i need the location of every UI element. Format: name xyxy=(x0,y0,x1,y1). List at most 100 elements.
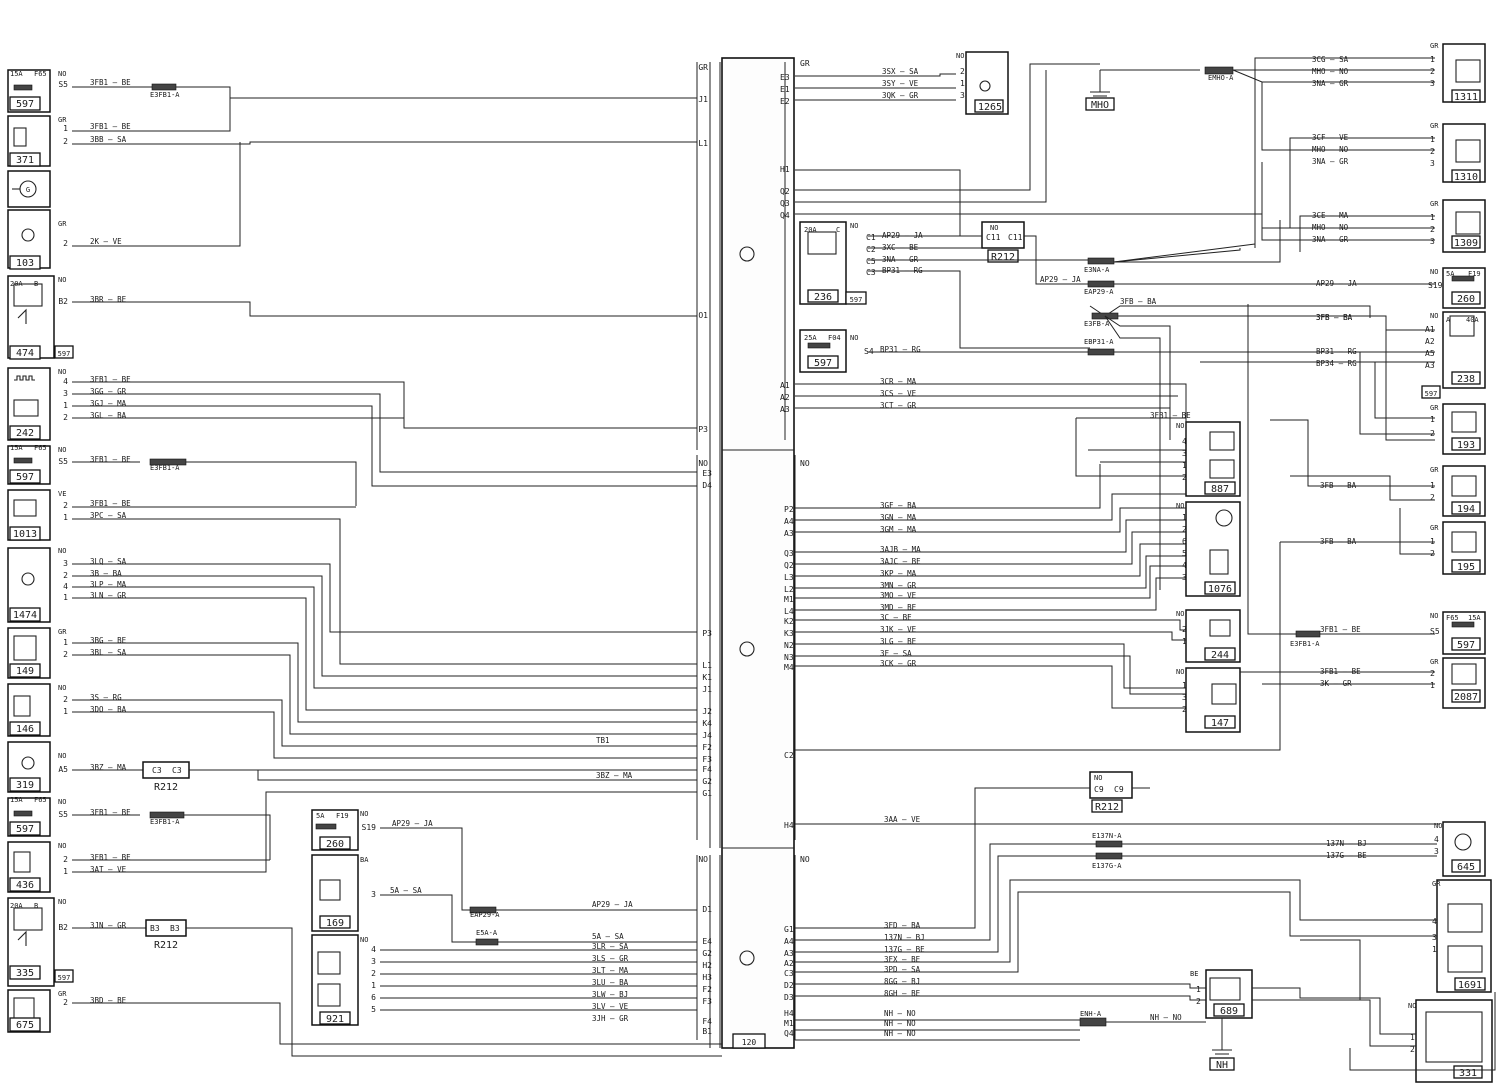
wire-label: 3NA — GR xyxy=(882,255,919,264)
wire-label: 3BZ — MA xyxy=(90,763,127,772)
component-pin: 1 xyxy=(1182,637,1187,646)
component-pin: 3 xyxy=(371,890,376,899)
connector-pin: F4 xyxy=(702,765,712,774)
component-id: 887 xyxy=(1211,484,1229,495)
wire-label: 3BZ — MA xyxy=(596,771,633,780)
component-id: 238 xyxy=(1457,374,1475,385)
component-pin: 2 xyxy=(63,137,68,146)
component-id: 260 xyxy=(326,839,344,850)
connector-pin: Q2 xyxy=(784,561,794,570)
component-pin: 4 xyxy=(1432,917,1437,926)
wire-label: MHO — NO xyxy=(1312,67,1349,76)
connector-pin: D4 xyxy=(702,481,712,490)
wire-label: NH — NO xyxy=(884,1029,916,1038)
component-id: 335 xyxy=(16,968,34,979)
connector-pin: M4 xyxy=(784,663,794,672)
component-colour: NO xyxy=(956,52,964,60)
wire-label: 3FB1 — BE xyxy=(90,78,131,87)
component-pin: 5 xyxy=(1182,549,1187,558)
component-pin: 1 xyxy=(63,124,68,133)
relay-label: R212 xyxy=(1095,802,1119,813)
relay-colour: NO xyxy=(1094,774,1102,782)
wire-label: 3LQ — SA xyxy=(90,557,127,566)
wire-label: 3JK — VE xyxy=(880,625,917,634)
component-rating: F04 xyxy=(828,334,841,342)
component-id: 921 xyxy=(326,1014,344,1025)
wire-label: 3NA — GR xyxy=(1312,235,1349,244)
component-colour: NO xyxy=(58,684,66,692)
wire-label: 3BG — BE xyxy=(90,636,127,645)
component-id: 331 xyxy=(1459,1068,1477,1079)
component-pin: 2 xyxy=(1182,473,1187,482)
component-id: 103 xyxy=(16,258,34,269)
splice-label: E137N-A xyxy=(1092,832,1122,840)
connector-pin: K4 xyxy=(702,719,712,728)
component-pin: 2 xyxy=(1410,1045,1415,1054)
wire-label: 2K — VE xyxy=(90,237,122,246)
wire-label: 3MD — BE xyxy=(880,603,917,612)
ground-label: MHO xyxy=(1091,100,1109,111)
component-colour: GR xyxy=(58,990,67,998)
component-pin: S5 xyxy=(58,80,68,89)
connector-glyph-1 xyxy=(739,246,755,262)
component-rating: 15A xyxy=(10,796,23,804)
component-rating: 15A xyxy=(1468,614,1481,622)
component-id: 1013 xyxy=(13,529,37,540)
wire-label: 3NA — GR xyxy=(1312,157,1349,166)
component-colour: NO xyxy=(58,446,66,454)
component-id: 242 xyxy=(16,428,34,439)
component-1076 xyxy=(1185,501,1241,597)
wire-label: 3LG — BE xyxy=(880,637,917,646)
connector-pin: H2 xyxy=(702,961,712,970)
component-pin: 1 xyxy=(371,981,376,990)
wire-label: 3LP — MA xyxy=(90,580,127,589)
component-pin: 1 xyxy=(1410,1033,1415,1042)
wire-label: 3AJB — MA xyxy=(880,545,921,554)
wire-label: 3FB — BA xyxy=(1120,297,1157,306)
wire-label: 137G — BE xyxy=(884,945,925,954)
component-pin: A5 xyxy=(58,765,68,774)
component-colour: GR xyxy=(1430,524,1439,532)
connector-glyph-3 xyxy=(739,950,755,966)
component-pin: 1 xyxy=(1196,985,1201,994)
wire-label: 3FB — BA xyxy=(1320,537,1357,546)
component-rating: F65 xyxy=(34,796,47,804)
connector-pin: G2 xyxy=(702,777,712,786)
splice-label: E3FB1-A xyxy=(150,818,180,826)
component-id: 1265 xyxy=(978,102,1002,113)
relay-icon xyxy=(13,283,43,307)
component-pin: 2 xyxy=(1196,997,1201,1006)
connector-pin: Q4 xyxy=(780,211,790,220)
component-pin: 2 xyxy=(371,969,376,978)
connector-pin: J4 xyxy=(702,731,712,740)
wire-label: 3AT — VE xyxy=(90,865,127,874)
component-id: 260 xyxy=(1457,294,1475,305)
wire-label: 3BD — BE xyxy=(90,996,127,1005)
component-pin: 1 xyxy=(63,638,68,647)
relay-colour: NO xyxy=(990,224,998,232)
component-pin: 1 xyxy=(1430,213,1435,222)
connector-pin: P3 xyxy=(698,425,708,434)
component-rating: C xyxy=(836,226,840,234)
connector-pin: M1 xyxy=(784,595,794,604)
wire-label: 3FB1 — BE xyxy=(90,808,131,817)
wire-label: 8GG — BJ xyxy=(884,977,920,986)
wire-label: 3CT — GR xyxy=(880,401,917,410)
component-pin: 2 xyxy=(63,239,68,248)
frame-label: 597 xyxy=(850,296,863,304)
wire-label: 3BR — BE xyxy=(90,295,127,304)
component-pin: S5 xyxy=(1430,627,1440,636)
wire-label: 3LS — GR xyxy=(592,954,629,963)
component-colour: NO xyxy=(58,70,66,78)
wire-label: 3S — RG xyxy=(90,693,122,702)
component-pin: 2 xyxy=(1430,225,1435,234)
component-colour: NO xyxy=(1408,1002,1416,1010)
component-id: 645 xyxy=(1457,862,1475,873)
wire-label: 3LR — SA xyxy=(592,942,629,951)
relay-pin: C11 xyxy=(1008,233,1023,242)
relay-label: R212 xyxy=(154,940,178,951)
component-pin: C3 xyxy=(866,268,876,277)
component-colour: GR xyxy=(58,116,67,124)
component-colour: NO xyxy=(58,276,66,284)
connector-pin: A3 xyxy=(784,949,794,958)
